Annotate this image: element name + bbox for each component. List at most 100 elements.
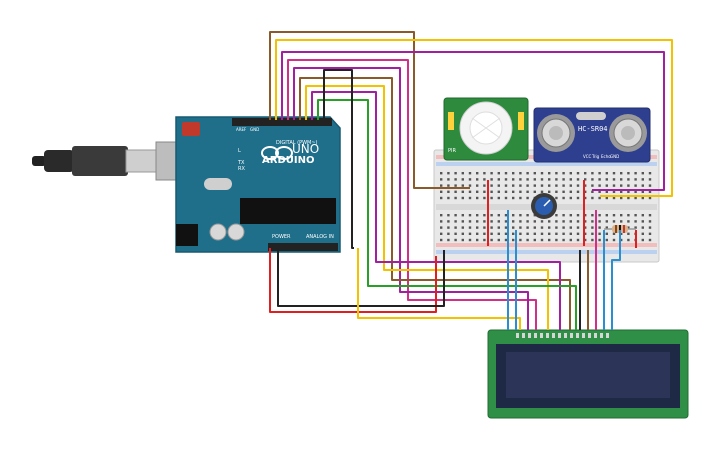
breadboard-hole [476, 232, 479, 235]
breadboard-hole [548, 238, 551, 242]
breadboard-hole [504, 226, 508, 229]
breadboard-hole [454, 190, 457, 193]
breadboard-hole [476, 226, 479, 229]
breadboard-hole [620, 172, 623, 175]
breadboard-hole [454, 220, 457, 223]
l-label: L [238, 148, 241, 154]
wire-magenta-1 [287, 59, 537, 330]
breadboard-hole [497, 232, 500, 235]
breadboard-hole [584, 184, 587, 187]
breadboard-hole [540, 184, 544, 187]
breadboard-hole [490, 232, 493, 235]
crystal [204, 178, 232, 190]
breadboard-hole [526, 196, 529, 200]
breadboard-hole [584, 226, 587, 229]
breadboard-hole [447, 214, 450, 217]
lcd-pin [540, 333, 543, 338]
breadboard-hole [576, 220, 580, 223]
breadboard-hole [526, 220, 529, 223]
breadboard-hole [468, 172, 472, 175]
breadboard-hole [584, 196, 587, 200]
breadboard-hole [476, 190, 479, 193]
breadboard-hole [533, 172, 536, 175]
breadboard-hole [641, 238, 644, 242]
breadboard-hole [526, 214, 529, 217]
wire-yellow-3 [357, 248, 521, 330]
breadboard-hole [504, 172, 508, 175]
breadboard-hole [562, 232, 565, 235]
wire-black-2 [277, 248, 445, 307]
potentiometer[interactable] [531, 193, 557, 219]
breadboard-hole [483, 172, 486, 175]
breadboard-hole [576, 226, 580, 229]
breadboard-hole [440, 238, 443, 242]
breadboard-hole [620, 238, 623, 242]
breadboard-hole [598, 178, 601, 181]
breadboard-hole [504, 178, 508, 181]
wires [269, 31, 673, 330]
reset-button[interactable] [182, 122, 200, 136]
breadboard-hole [483, 184, 486, 187]
breadboard-hole [468, 232, 472, 235]
breadboard-hole [598, 220, 601, 223]
breadboard-hole [461, 178, 464, 181]
breadboard-hole [627, 190, 630, 193]
breadboard-hole [634, 196, 637, 200]
breadboard-hole [627, 238, 630, 242]
breadboard-hole [627, 226, 630, 229]
breadboard-hole [648, 232, 652, 235]
breadboard-hole [612, 220, 616, 223]
breadboard-hole [591, 214, 594, 217]
power-analog-header [268, 243, 338, 251]
breadboard-hole [497, 220, 500, 223]
breadboard-hole [648, 172, 652, 175]
breadboard-hole [584, 214, 587, 217]
lcd-pin [516, 333, 519, 338]
breadboard-hole [641, 184, 644, 187]
breadboard-hole [605, 184, 608, 187]
breadboard-hole [612, 190, 616, 193]
breadboard-hole [512, 220, 515, 223]
breadboard-hole [533, 238, 536, 242]
breadboard-hole [490, 184, 493, 187]
breadboard-hole [569, 214, 572, 217]
breadboard-hole [526, 190, 529, 193]
breadboard-hole [620, 178, 623, 181]
breadboard-hole [620, 220, 623, 223]
breadboard-hole [490, 238, 493, 242]
lcd-pins [516, 333, 609, 338]
breadboard-hole [641, 196, 644, 200]
breadboard-hole [540, 232, 544, 235]
breadboard-hole [512, 232, 515, 235]
breadboard-hole [540, 238, 544, 242]
breadboard-hole [533, 178, 536, 181]
lcd-display [487, 329, 689, 419]
breadboard-hole [648, 226, 652, 229]
breadboard-hole [641, 226, 644, 229]
breadboard-hole [461, 238, 464, 242]
breadboard-hole [648, 238, 652, 242]
breadboard-hole [569, 238, 572, 242]
breadboard-hole [519, 214, 522, 217]
breadboard-hole [634, 184, 637, 187]
breadboard-hole [497, 226, 500, 229]
breadboard-hole [468, 226, 472, 229]
breadboard-hole [526, 172, 529, 175]
breadboard-hole [562, 226, 565, 229]
breadboard-hole [634, 190, 637, 193]
lcd-pin [600, 333, 603, 338]
capacitor-1 [209, 223, 227, 241]
breadboard-hole [591, 196, 594, 200]
breadboard-hole [591, 220, 594, 223]
breadboard-hole [533, 220, 536, 223]
breadboard-hole [483, 238, 486, 242]
breadboard-hole [562, 178, 565, 181]
breadboard-hole [468, 190, 472, 193]
breadboard-hole [504, 214, 508, 217]
lcd-pin [564, 333, 567, 338]
breadboard-hole [548, 220, 551, 223]
breadboard-hole [461, 226, 464, 229]
breadboard-hole [447, 232, 450, 235]
breadboard-hole [605, 226, 608, 229]
breadboard-hole [461, 220, 464, 223]
